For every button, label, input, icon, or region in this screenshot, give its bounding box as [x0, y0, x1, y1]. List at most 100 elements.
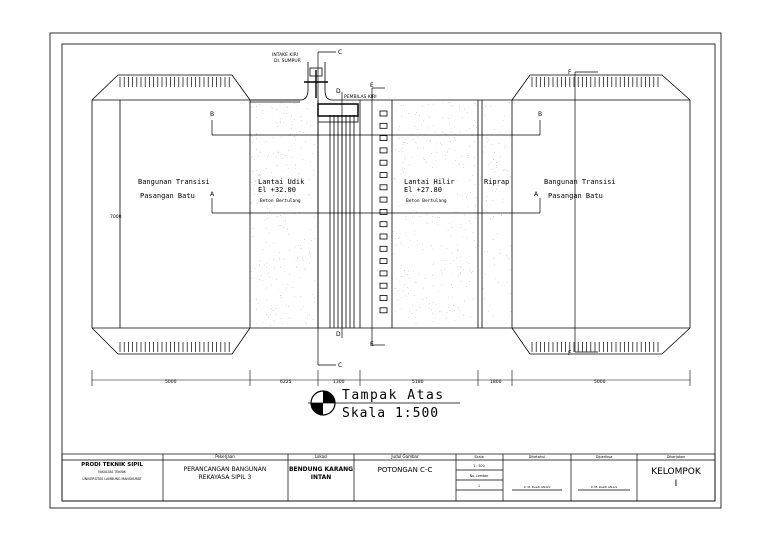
pekerjaan-1: PERANCANGAN BANGUNAN: [184, 466, 267, 473]
stipple-dot: [280, 102, 282, 104]
label-downstream-3: Beton Bertulang: [406, 198, 447, 204]
stipple-dot: [469, 220, 470, 222]
stipple-dot: [287, 107, 288, 108]
stipple-dot: [448, 307, 450, 309]
stipple-dot: [269, 276, 271, 278]
stipple-dot: [463, 164, 465, 165]
stipple-dot: [505, 131, 506, 132]
label-downstream-1: Lantai Hilir: [404, 178, 455, 186]
stipple-dot: [426, 162, 427, 164]
stipple-dot: [449, 263, 451, 265]
stipple-dot: [467, 205, 469, 207]
stipple-dot: [494, 278, 496, 280]
stipple-dot: [283, 154, 285, 156]
stipple-dot: [441, 144, 442, 146]
stipple-dot: [394, 149, 396, 150]
stipple-dot: [475, 206, 477, 208]
stipple-dot: [459, 272, 461, 274]
stipple-dot: [283, 220, 285, 222]
stipple-dot: [286, 323, 288, 325]
stipple-dot: [449, 309, 451, 311]
left-wing-top: [91, 74, 251, 101]
stipple-dot: [418, 115, 420, 116]
stipple-dot: [279, 251, 280, 253]
stipple-dot: [258, 201, 260, 202]
stipple-dot: [413, 138, 414, 140]
stipple-dot: [267, 156, 268, 157]
stipple-dot: [303, 178, 304, 179]
stipple-dot: [289, 200, 291, 202]
stipple-dot: [447, 297, 449, 299]
stipple-dot: [412, 223, 414, 225]
stipple-dot: [280, 267, 282, 268]
stipple-dot: [422, 244, 423, 245]
stipple-dot: [492, 218, 494, 220]
stipple-dot: [505, 183, 506, 185]
stipple-dot: [279, 118, 281, 120]
stipple-dot: [508, 257, 509, 258]
stipple-dot: [294, 213, 296, 215]
stipple-dot: [423, 287, 425, 289]
stipple-dot: [314, 297, 315, 299]
label-a-left: A: [210, 191, 215, 198]
stipple-dot: [394, 238, 396, 239]
stipple-dot: [424, 277, 426, 279]
stipple-dot: [404, 231, 406, 233]
stipple-dot: [472, 175, 474, 177]
stipple-dot: [258, 175, 259, 176]
plan-labels: INTAKE KIRI DI. SUMPUR PEMBILAS KIRI C C…: [110, 49, 616, 369]
stipple-dot: [291, 120, 293, 122]
stipple-dot: [450, 141, 452, 142]
stipple-dot: [465, 286, 467, 287]
stipple-dot: [454, 125, 455, 127]
stipple-dot: [422, 249, 424, 250]
stipple-dot: [454, 137, 455, 139]
label-a-right: A: [534, 191, 539, 198]
stipple-dot: [409, 240, 411, 242]
stipple-dot: [293, 189, 295, 191]
stipple-dot: [504, 169, 505, 170]
stipple-dot: [275, 308, 277, 309]
stipple-dot: [256, 138, 257, 139]
stipple-dot: [427, 127, 429, 129]
stipple-dot: [306, 324, 307, 326]
stipple-dot: [301, 120, 302, 122]
stipple-dot: [254, 181, 256, 183]
stipple-dot: [289, 274, 290, 276]
label-transition-left-1: Bangunan Transisi: [138, 178, 210, 186]
title-block-text: PRODI TEKNIK SIPIL FAKULTAS TEKNIK UNIVE…: [81, 454, 702, 489]
stipple-dot: [457, 266, 459, 268]
stipple-dot: [281, 323, 283, 325]
no-lembar-label: No. Lembar: [470, 474, 489, 478]
stipple-dot: [291, 198, 292, 200]
stipple-dot: [394, 178, 396, 180]
stipple-dot: [496, 162, 498, 163]
stipple-dot: [452, 252, 454, 254]
stipple-dot: [266, 299, 268, 301]
stipple-dot: [466, 261, 468, 263]
stipple-dot: [283, 113, 284, 115]
stipple-dot: [285, 312, 287, 314]
stipple-dot: [310, 253, 312, 255]
stipple-dot: [440, 270, 442, 271]
stipple-dot: [401, 168, 403, 170]
stipple-dot: [442, 131, 444, 133]
stipple-dot: [393, 253, 394, 255]
stipple-dot: [250, 202, 252, 204]
judul: POTONGAN C-C: [378, 466, 433, 474]
stipple-dot: [472, 298, 474, 300]
stipple-dot: [272, 176, 274, 178]
stipple-dot: [280, 318, 282, 319]
stipple-dot: [288, 149, 289, 151]
stipple-dot: [428, 188, 430, 190]
stipple-dot: [502, 201, 504, 203]
stipple-dot: [398, 151, 400, 153]
stipple-dot: [431, 309, 432, 311]
label-e-top: E: [370, 82, 374, 89]
stipple-dot: [498, 282, 499, 283]
stipple-dot: [290, 191, 292, 193]
label-e-bottom: E: [370, 341, 374, 348]
stipple-dot: [499, 156, 501, 157]
stipple-dot: [427, 223, 429, 224]
stipple-dot: [400, 242, 401, 244]
